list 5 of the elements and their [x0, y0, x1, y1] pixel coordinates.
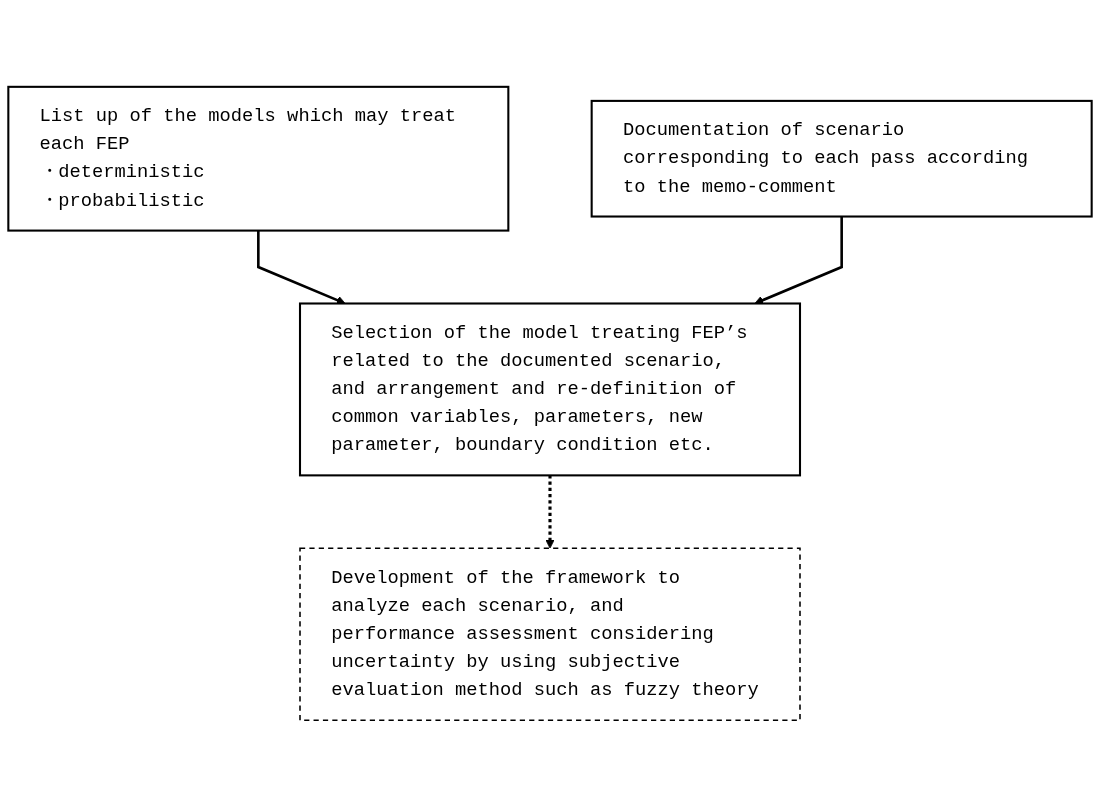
- node-box: Documentation of scenario corresponding to each pass according to the memo-comment: [590, 99, 1093, 218]
- node-box: List up of the models which may treat each FEP ・deterministic ・probabilistic: [7, 85, 510, 232]
- node-box: Development of the framework to analyze each scenario, and performance assessment considering uncertainty by using subjective evaluation method such as fuzzy theory: [299, 547, 801, 721]
- arrow: [545, 475, 555, 549]
- node-box: Selection of the model treating FEP’s related to the documented scenario, and arrangement and re-definition of common variables, parameters, new parameter, boundary condition etc.: [298, 302, 802, 477]
